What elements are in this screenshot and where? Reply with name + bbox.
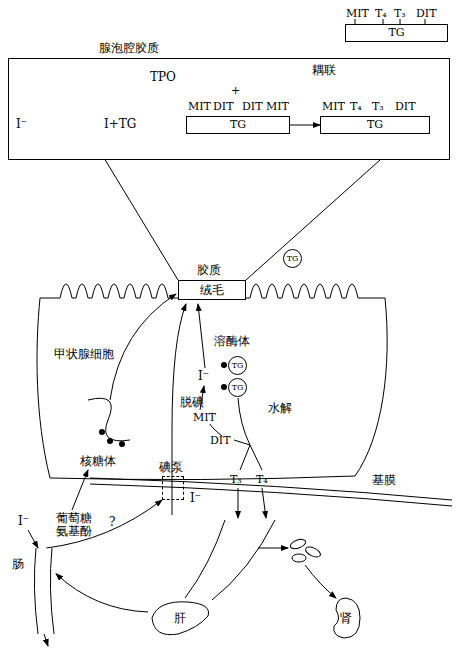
text-label: 核糖体 xyxy=(80,455,116,468)
node-text: TG xyxy=(230,119,246,131)
secretion-arrow xyxy=(110,294,176,400)
text-label: 基膜 xyxy=(372,474,396,487)
iodide-pump: 碘泵 xyxy=(162,476,184,500)
thyroid-cell: 甲状腺细胞 胶质绒毛 TG TG xyxy=(30,268,395,483)
release-arrow xyxy=(262,488,266,518)
intake-arrow xyxy=(28,530,38,548)
connector xyxy=(46,500,162,548)
node-text: TG xyxy=(232,383,244,391)
text-label: DIT xyxy=(395,101,416,113)
text-label: 脱碘 xyxy=(180,396,204,409)
lysosome-dot xyxy=(221,362,227,368)
lysosome-dot xyxy=(221,384,227,390)
blood-vessel xyxy=(185,520,275,600)
colloid-box: 胶质绒毛 xyxy=(178,280,246,300)
node-text: 胶质 xyxy=(197,264,221,277)
tissue-arrow xyxy=(258,548,288,549)
text-label: T₄ xyxy=(350,101,362,113)
text-label: TPO xyxy=(150,71,176,84)
text-label: MIT xyxy=(266,101,289,113)
liver: 肝 xyxy=(148,598,212,638)
edge-label: ? xyxy=(109,516,115,529)
tg-circle: TG xyxy=(228,378,247,397)
ribosome-dot xyxy=(119,441,125,447)
kidney-arrow xyxy=(305,565,336,598)
text-label: MIT xyxy=(346,8,369,20)
node-text: TG xyxy=(367,119,383,131)
kidney-outline-path xyxy=(334,598,360,638)
intestine-outline-path xyxy=(34,548,54,634)
text-label: I⁻ xyxy=(16,118,27,131)
basement-membrane xyxy=(90,478,452,506)
text-label: T₃ xyxy=(372,101,384,113)
thyroid-cell-outline xyxy=(30,268,395,483)
ribosome-dot xyxy=(107,438,113,444)
kidney: 肾 xyxy=(330,596,362,640)
protein-box: TG xyxy=(320,116,430,134)
text-label: I⁻ xyxy=(198,370,209,383)
text-label: MIT xyxy=(322,101,345,113)
tissue-cell xyxy=(304,545,322,559)
release-arrow xyxy=(238,488,239,518)
iodide-arrow xyxy=(198,304,205,368)
text-label: DIT xyxy=(242,101,263,113)
text-label: T₄ xyxy=(256,474,268,486)
node-text: 肝 xyxy=(174,612,186,625)
text-label: MIT xyxy=(188,101,211,113)
tissue-cell xyxy=(289,538,307,551)
protein-box: TG xyxy=(345,24,448,42)
node-text: 绒毛 xyxy=(200,284,224,297)
tg-circle: TG xyxy=(283,249,302,268)
node-text: TG xyxy=(287,254,299,262)
ribosome-dot xyxy=(99,429,105,435)
text-label: 水解 xyxy=(268,402,292,415)
node-text: 甲状腺细胞 xyxy=(54,348,114,361)
connector xyxy=(56,574,148,612)
intestine: 肠 xyxy=(32,548,56,634)
text-label: 溶酶体 xyxy=(214,335,250,348)
node-text: TG xyxy=(232,361,244,369)
connector xyxy=(105,160,178,280)
uptake-arrow xyxy=(72,470,88,510)
thyroid-cell-outline-path xyxy=(37,284,387,480)
hydrolysis-path xyxy=(234,398,262,470)
text-label: T₄ xyxy=(375,8,387,20)
node-text: 腺泡腔胶质 xyxy=(99,42,159,55)
text-label: DIT xyxy=(213,101,234,113)
text-label: DIT xyxy=(416,8,437,20)
zoom-line xyxy=(246,160,380,280)
tissue-cell xyxy=(292,554,306,562)
text-label: I⁻ xyxy=(190,492,201,505)
intestine-outline xyxy=(32,548,56,634)
tg-circle: TG xyxy=(228,356,247,375)
text-label: DIT xyxy=(210,435,231,447)
node-text: 肠 xyxy=(12,558,24,571)
node-text: 肾 xyxy=(340,612,352,625)
text-label: 耦联 xyxy=(312,64,336,77)
text-label: MIT xyxy=(193,412,216,424)
text-label: T₃ xyxy=(394,8,406,20)
excretion-arrow xyxy=(44,634,48,646)
text-label: I⁻ xyxy=(18,515,29,528)
text-label: + xyxy=(231,85,240,97)
ribosome-strand xyxy=(88,398,130,441)
text-label: 葡萄糖 氨基酚 xyxy=(56,512,96,537)
text-label: I+TG xyxy=(104,118,136,131)
text-label: T₃ xyxy=(230,474,242,486)
node-text: TG xyxy=(388,27,404,39)
liver-outline-path xyxy=(152,602,209,635)
connector xyxy=(290,125,320,126)
node-text: 碘泵 xyxy=(159,461,183,474)
protein-box: TG xyxy=(186,116,290,134)
